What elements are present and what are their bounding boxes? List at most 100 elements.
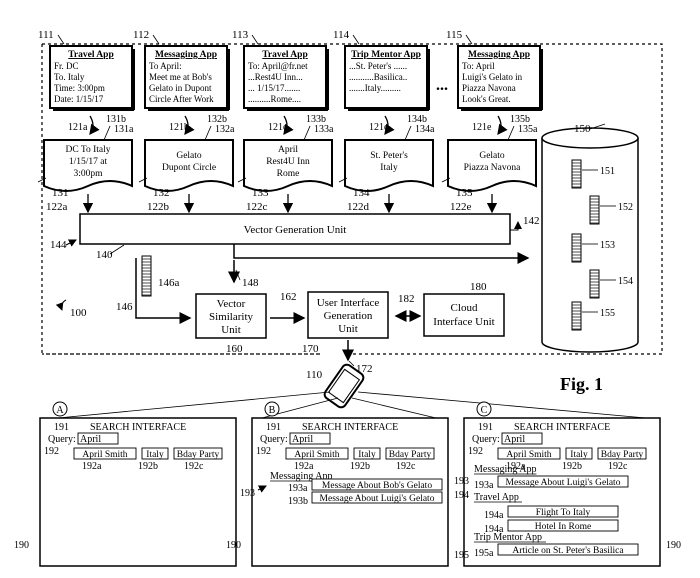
chip-label: Bday Party xyxy=(389,450,432,460)
leader-line xyxy=(338,177,348,183)
database-ref: 150 xyxy=(574,123,591,135)
doc-c-ref: 131a xyxy=(114,124,134,135)
group-label[interactable]: Trip Mentor App xyxy=(474,532,542,543)
filter-chip[interactable] xyxy=(173,447,223,460)
app-ref: 115 xyxy=(446,29,463,41)
chip-label: Italy xyxy=(570,450,588,460)
app-line: Fr. DC xyxy=(54,61,79,71)
filter-chip[interactable] xyxy=(353,447,381,460)
group-label[interactable]: Messaging App xyxy=(270,471,333,482)
doc-ref: 132 xyxy=(153,187,170,199)
filter-chip[interactable] xyxy=(565,447,593,460)
app-line: To. Italy xyxy=(54,72,85,82)
app-line: ... 1/15/17....... xyxy=(248,83,300,93)
document-shape xyxy=(344,139,434,192)
doc-arrow-ref: 122b xyxy=(147,201,170,213)
doc-a-ref: 121e xyxy=(472,122,492,133)
uigu-ref: 170 xyxy=(302,343,319,355)
ciu-line-2: Interface Unit xyxy=(433,316,494,328)
ref-192b: 192b xyxy=(138,461,158,472)
app-line: Time: 3:00pm xyxy=(54,83,105,93)
doc-ref: 131 xyxy=(52,187,69,199)
leader-line xyxy=(507,125,515,141)
app-line: ..........Rome.... xyxy=(248,94,301,104)
ref-191: 191 xyxy=(266,422,281,433)
result-item[interactable] xyxy=(497,475,629,488)
ref-162: 162 xyxy=(280,291,297,303)
ciu-ref: 180 xyxy=(470,281,487,293)
db-vector-ref: 155 xyxy=(600,308,615,319)
chip-label: Bday Party xyxy=(177,450,220,460)
flow-arrow xyxy=(283,115,294,136)
search-input[interactable] xyxy=(501,432,543,445)
vector-generation-unit xyxy=(79,213,511,245)
app-ref: 114 xyxy=(333,29,350,41)
db-vector-icon xyxy=(589,195,600,225)
chip-label: Italy xyxy=(146,450,164,460)
filter-chip[interactable] xyxy=(385,447,435,460)
doc-line: St. Peter's xyxy=(370,151,408,161)
ui-generation-unit xyxy=(307,291,389,339)
search-input[interactable] xyxy=(289,432,331,445)
filter-chip[interactable] xyxy=(597,447,647,460)
result-item[interactable] xyxy=(507,505,619,518)
ref-110: 110 xyxy=(306,369,323,381)
filter-chip[interactable] xyxy=(141,447,169,460)
group-label[interactable]: Messaging App xyxy=(474,464,537,475)
app-window xyxy=(49,45,133,109)
result-label: Article on St. Peter's Basilica xyxy=(512,546,624,556)
vgu-in-ref: 144 xyxy=(50,239,67,251)
filter-chip[interactable] xyxy=(497,447,561,460)
app-window xyxy=(344,45,428,109)
doc-ref: 135 xyxy=(456,187,473,199)
query-vector-icon xyxy=(141,255,152,297)
filter-chip[interactable] xyxy=(73,447,137,460)
app-ref: 113 xyxy=(232,29,249,41)
panel-ref: 190 xyxy=(666,540,681,551)
result-item[interactable] xyxy=(311,491,443,504)
app-line: To: April@fr.net xyxy=(248,61,308,71)
leader-line xyxy=(303,125,311,141)
app-line: .......Italy......... xyxy=(349,83,401,93)
result-item[interactable] xyxy=(507,519,619,532)
result-item[interactable] xyxy=(311,478,443,491)
doc-line: DC To Italy xyxy=(65,145,110,155)
app-line: Gelato in Dupont xyxy=(149,83,212,93)
ref-192: 192 xyxy=(256,446,271,457)
app-line: To April: xyxy=(149,61,182,71)
app-line: Luigi's Gelato in xyxy=(462,72,523,82)
ref-148: 148 xyxy=(242,277,259,289)
app-line: Meet me at Bob's xyxy=(149,72,212,82)
chip-label: April Smith xyxy=(506,450,551,460)
ref-192c: 192c xyxy=(396,461,416,472)
system-boundary xyxy=(42,43,663,355)
db-vector-icon xyxy=(571,301,582,331)
group-label[interactable]: Travel App xyxy=(474,492,519,503)
flow-arrow xyxy=(257,485,267,493)
ref-193: 193 xyxy=(240,488,255,499)
doc-line: Dupont Circle xyxy=(162,163,216,173)
app-line: ...St. Peter's ...... xyxy=(349,61,407,71)
query-vector: 146 146a xyxy=(116,255,192,324)
leader-line xyxy=(57,34,65,45)
result-item[interactable] xyxy=(497,543,639,556)
query-value: April xyxy=(80,434,101,445)
app-line: Look's Great. xyxy=(462,94,511,104)
vgu-out-ref: 142 xyxy=(523,215,540,227)
app-title: Trip Mentor App xyxy=(351,50,421,60)
doc-b-ref: 131b xyxy=(106,114,126,125)
panel-letter: B xyxy=(269,405,276,416)
app-line: To: April xyxy=(462,61,495,71)
doc-b-ref: 132b xyxy=(207,114,227,125)
vgu-label: Vector Generation Unit xyxy=(244,224,347,236)
search-input[interactable] xyxy=(77,432,119,445)
search-panel xyxy=(39,417,237,567)
filter-chip[interactable] xyxy=(285,447,349,460)
search-panel xyxy=(463,417,661,567)
app-line: Circle After Work xyxy=(149,94,214,104)
vector-similarity-unit xyxy=(195,293,267,339)
app-ref: 111 xyxy=(38,29,54,41)
document-shape xyxy=(243,139,333,192)
